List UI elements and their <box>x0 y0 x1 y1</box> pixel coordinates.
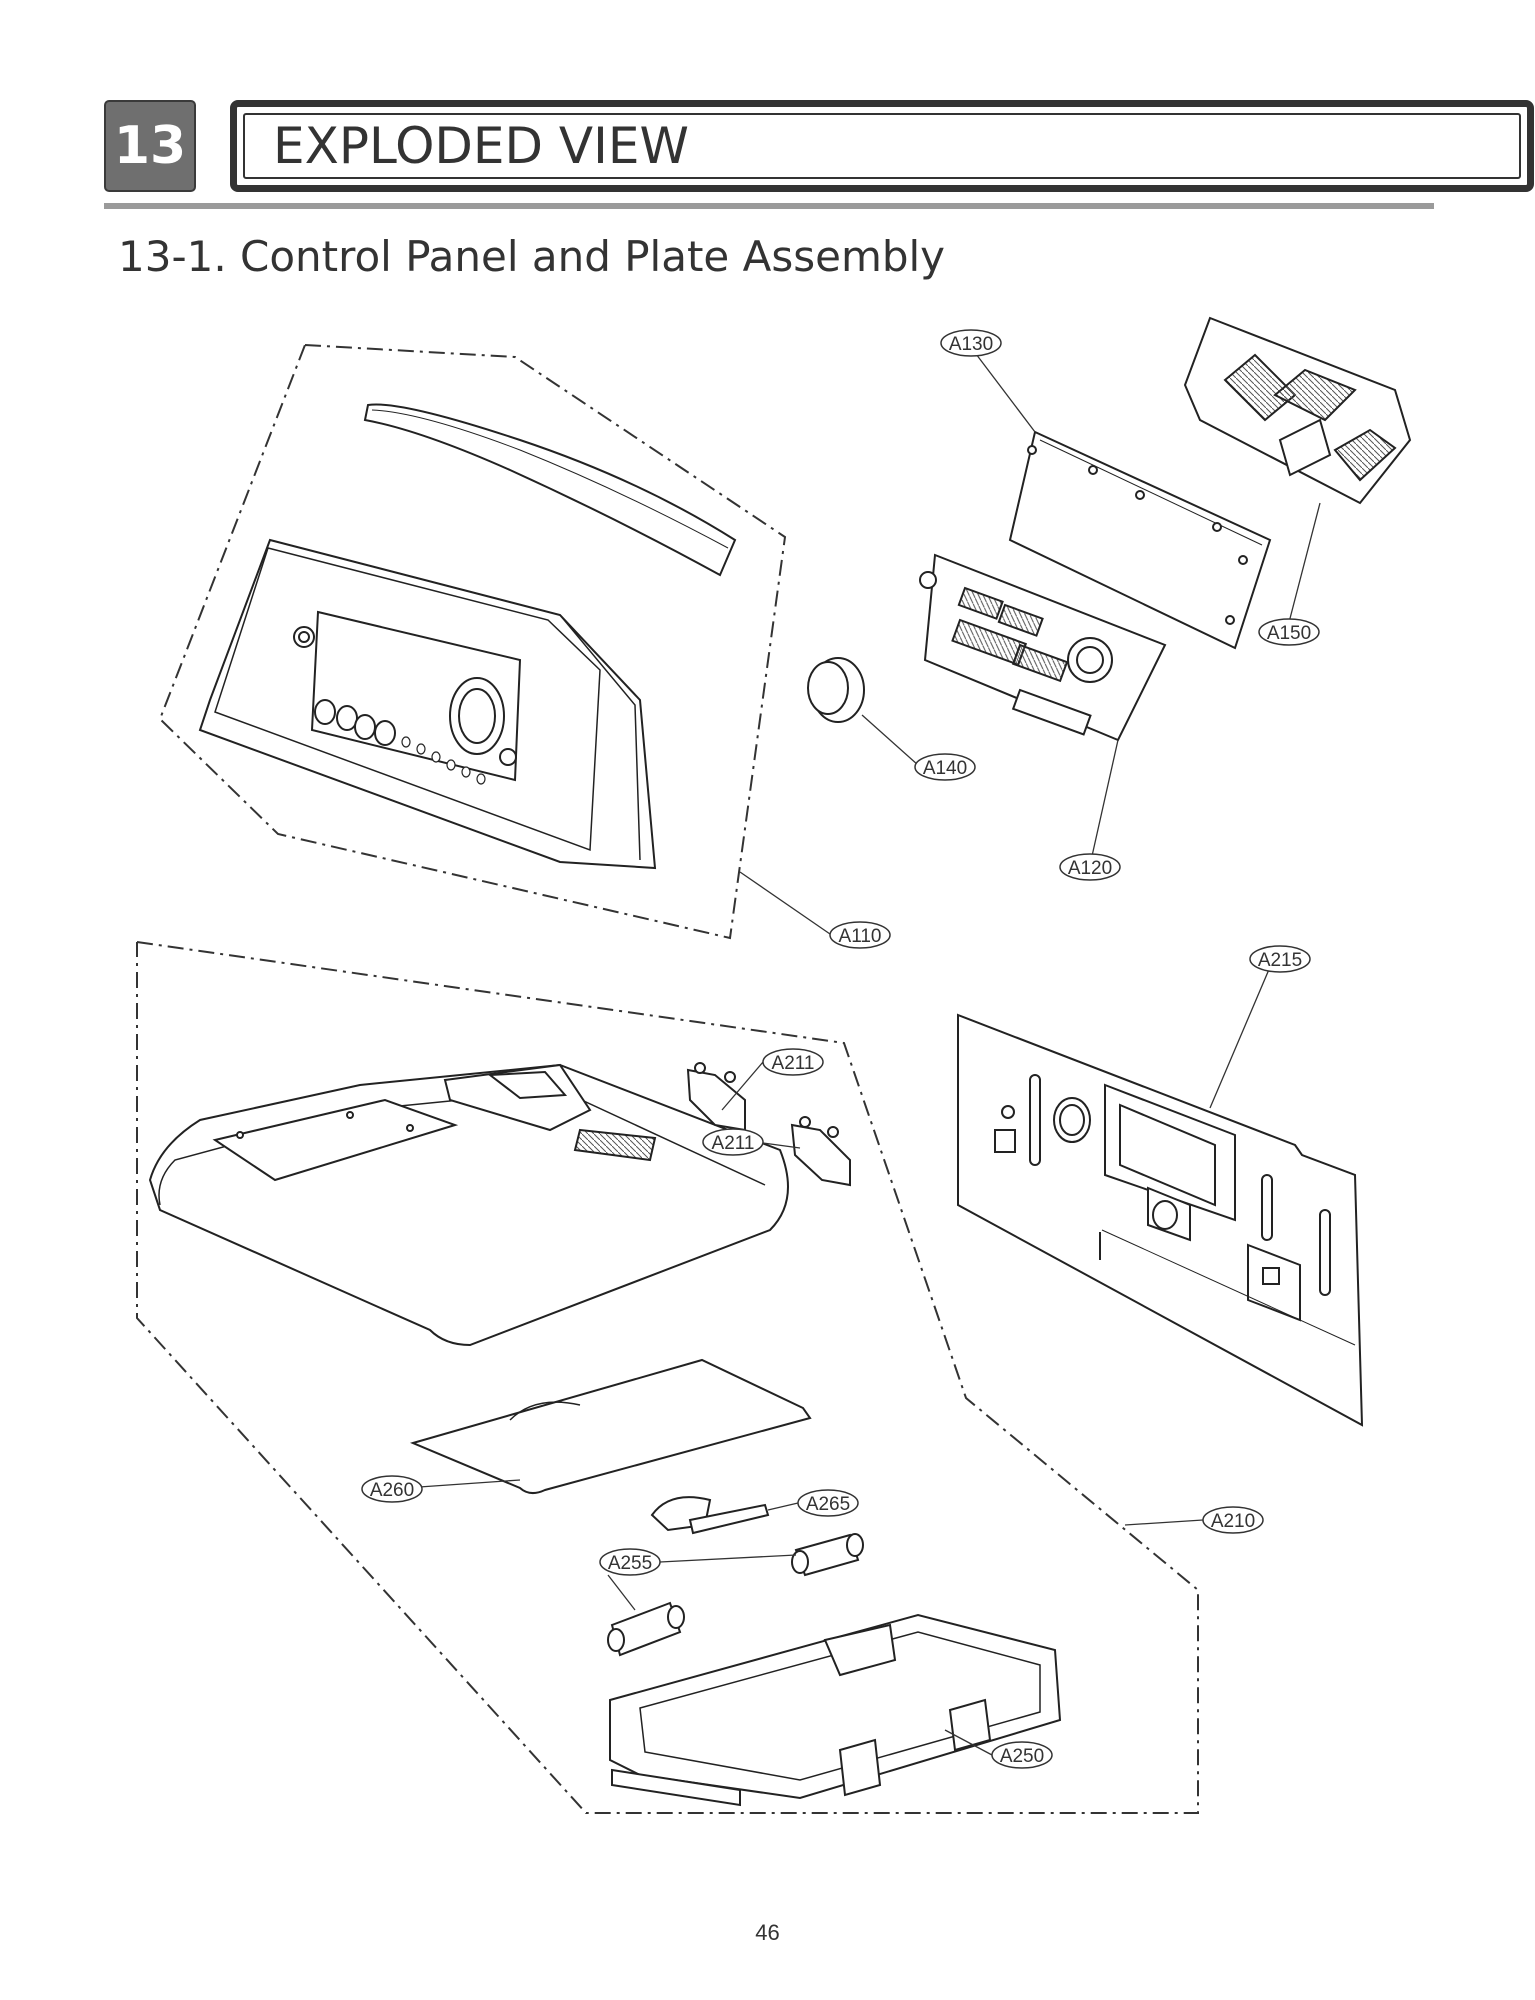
callout-label: A215 <box>1258 950 1302 971</box>
callout-label: A110 <box>839 926 882 947</box>
callout-label: A255 <box>608 1553 652 1574</box>
top-cover <box>148 1063 789 1347</box>
group-boundary-upper <box>158 344 787 940</box>
drawer-cover <box>409 1358 812 1494</box>
callout-a211-lower: A211 <box>702 1128 764 1156</box>
chapter-title: EXPLODED VIEW <box>243 113 1521 179</box>
chapter-header: 13 EXPLODED VIEW <box>104 100 1534 196</box>
callout-label: A120 <box>1068 858 1112 879</box>
callout-a130: A130 <box>940 329 1002 357</box>
leader-lines <box>404 349 1321 1756</box>
chapter-number-badge: 13 <box>104 100 196 192</box>
callout-a150: A150 <box>1258 618 1320 646</box>
callout-a110: A110 <box>829 921 891 949</box>
control-panel-housing <box>198 538 657 870</box>
callout-a250: A250 <box>991 1741 1053 1769</box>
callout-a265: A265 <box>797 1489 859 1517</box>
callout-label: A150 <box>1267 623 1311 644</box>
callout-label: A211 <box>772 1053 815 1074</box>
callout-a210: A210 <box>1202 1506 1264 1534</box>
callout-a120: A120 <box>1059 853 1121 881</box>
group-boundary-lower <box>136 941 1199 1814</box>
callout-a255: A255 <box>599 1548 661 1576</box>
callout-label: A130 <box>949 334 993 355</box>
callout-label: A140 <box>923 758 967 779</box>
back-plate <box>957 1013 1364 1427</box>
callout-a211-upper: A211 <box>762 1048 824 1076</box>
callout-a260: A260 <box>361 1475 423 1503</box>
main-pcb <box>919 553 1167 742</box>
header-rule <box>104 203 1434 209</box>
callout-label: A250 <box>1000 1746 1044 1767</box>
pcb-cover <box>1008 430 1272 650</box>
callout-label: A260 <box>370 1480 414 1501</box>
callout-label: A210 <box>1211 1511 1255 1532</box>
callout-a140: A140 <box>914 753 976 781</box>
chapter-title-box: EXPLODED VIEW <box>230 100 1534 192</box>
hinges <box>607 1533 864 1657</box>
page-number: 46 <box>755 1920 780 1945</box>
control-panel-trim <box>363 403 737 577</box>
callout-label: A265 <box>806 1494 850 1515</box>
callout-label: A211 <box>712 1133 755 1154</box>
top-bracket <box>1183 316 1412 505</box>
callout-a215: A215 <box>1249 945 1311 973</box>
section-title: 13-1. Control Panel and Plate Assembly <box>118 232 946 281</box>
control-knob <box>807 657 865 723</box>
lever <box>650 1496 770 1535</box>
drawer-frame <box>609 1613 1062 1807</box>
